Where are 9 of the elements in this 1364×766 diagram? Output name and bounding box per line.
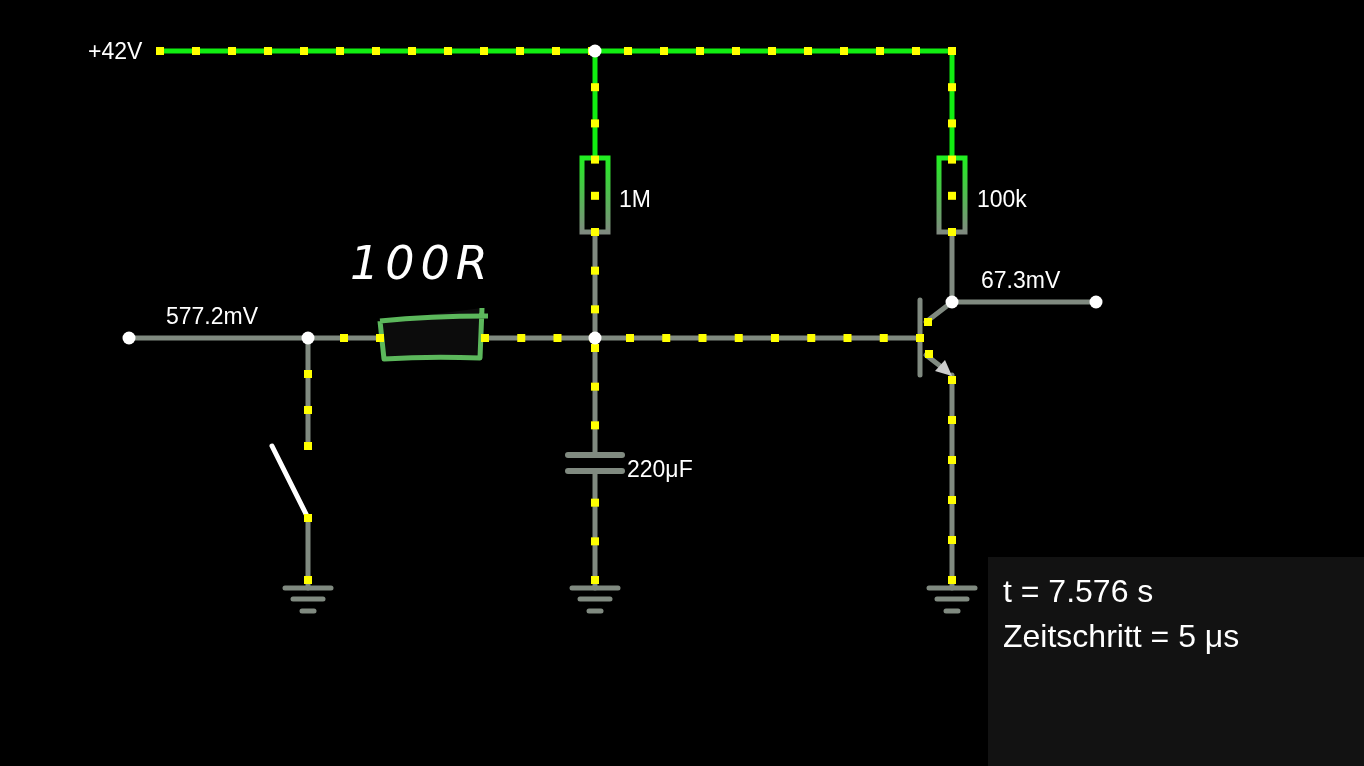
voltage-reading: 577.2mV — [166, 305, 259, 328]
status-text: t = 7.576 s — [1003, 575, 1154, 607]
handwritten-note: 100R — [350, 240, 494, 286]
component-value: 100k — [977, 188, 1027, 211]
voltage-label: +42V — [88, 40, 143, 63]
status-text: Zeitschritt = 5 μs — [1003, 620, 1240, 652]
voltage-reading: 67.3mV — [981, 269, 1061, 292]
component-value: 220μF — [627, 458, 693, 481]
component-value: 1M — [619, 188, 651, 211]
